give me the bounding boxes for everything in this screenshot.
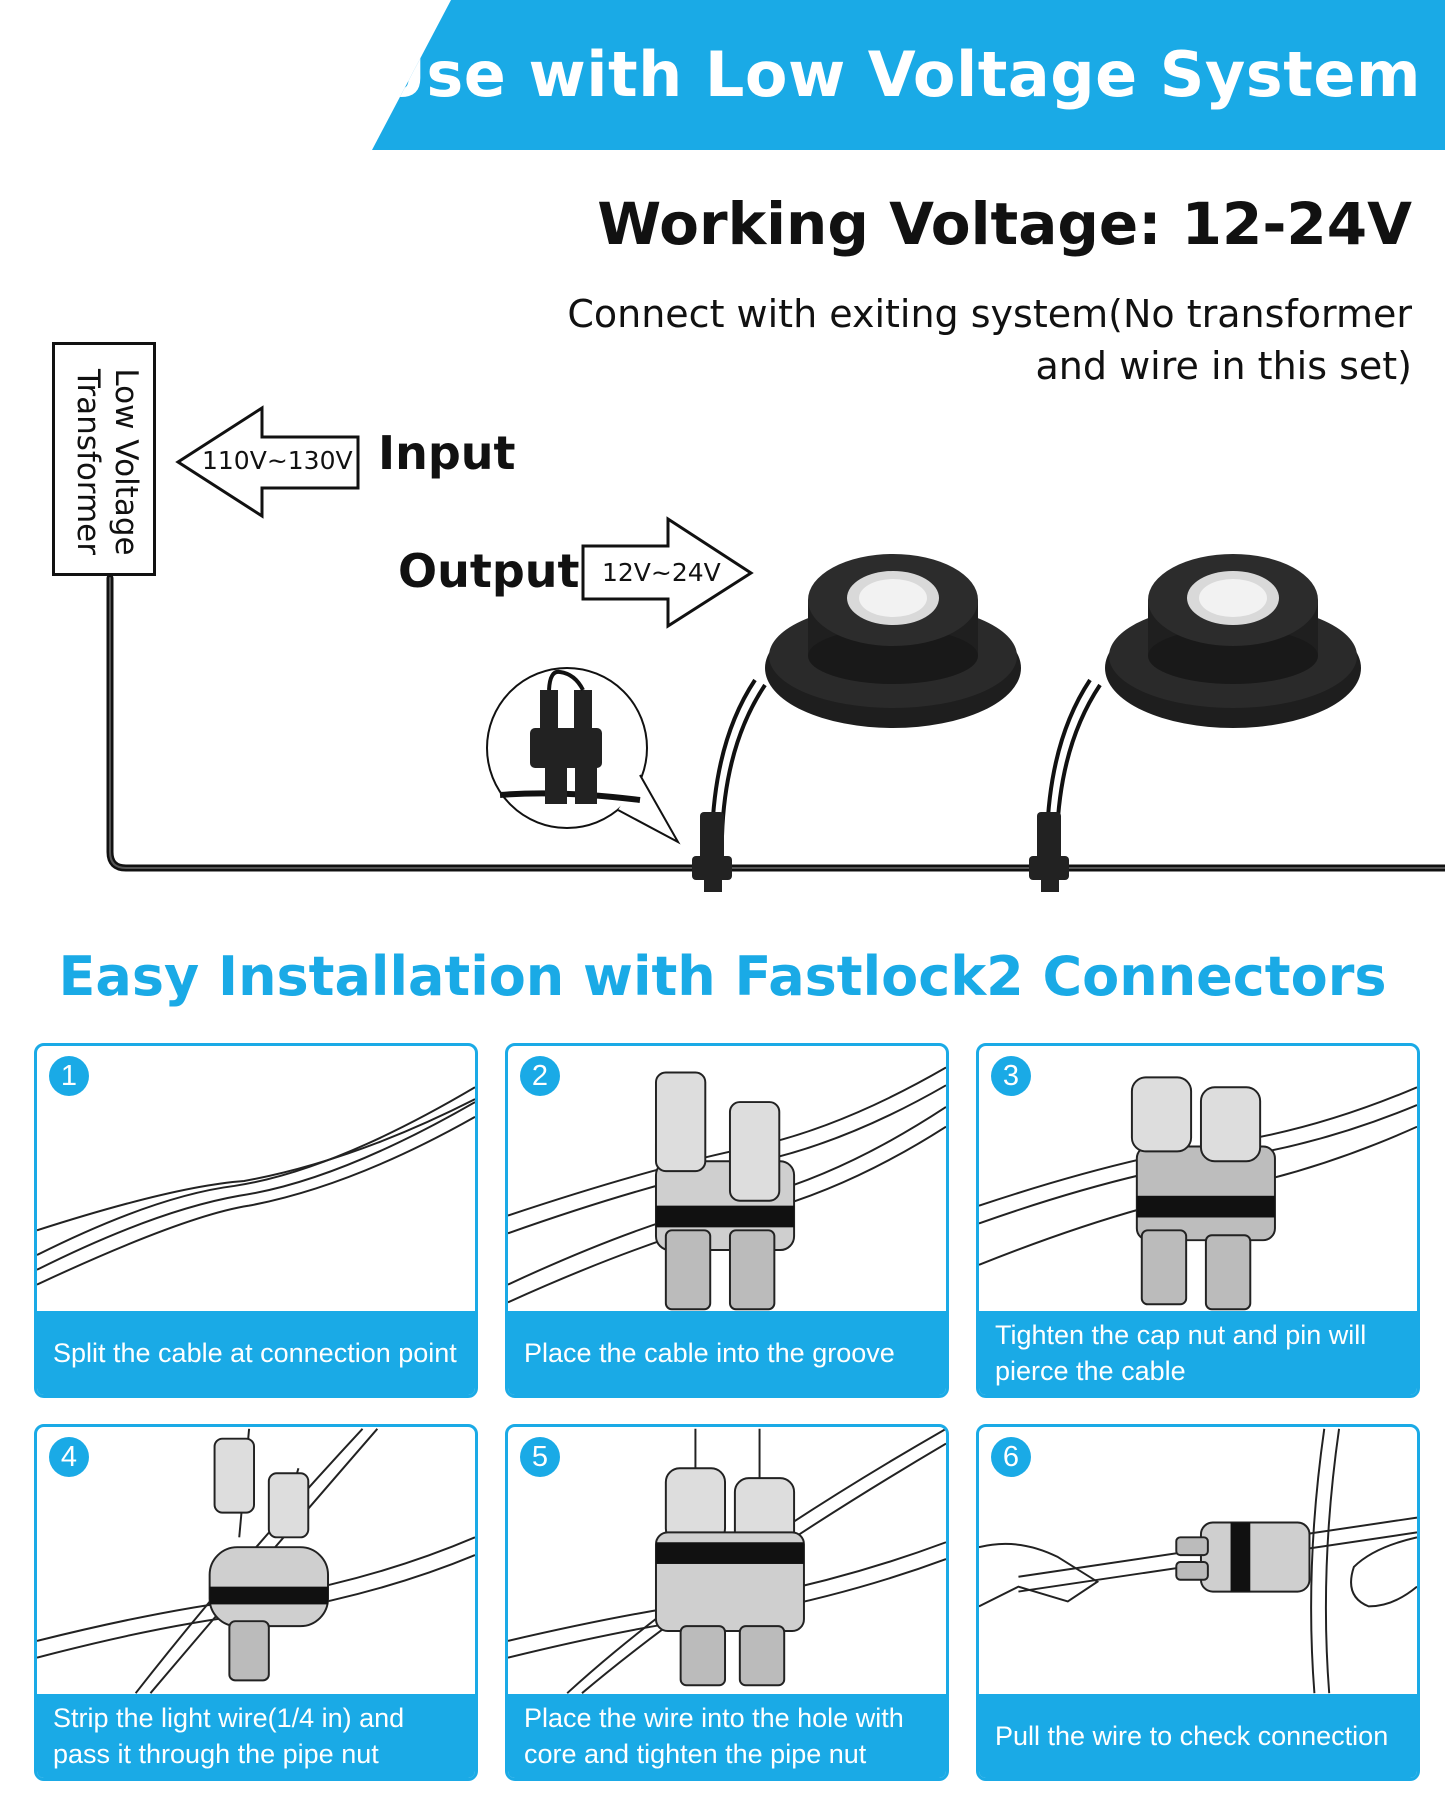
wiring-diagram xyxy=(106,405,1445,892)
step-3-number: 3 xyxy=(991,1056,1031,1096)
step-1-number: 1 xyxy=(49,1056,89,1096)
step-2-caption: Place the cable into the groove xyxy=(508,1311,946,1395)
step-card-4: 4 Strip the light wire(1/4 in) and pass … xyxy=(34,1424,478,1781)
working-voltage-title: Working Voltage: 12-24V xyxy=(597,190,1412,258)
transformer-label-line1: Low Voltage xyxy=(108,368,144,556)
step-5-number: 5 xyxy=(520,1437,560,1477)
deck-light-1 xyxy=(692,554,1021,892)
input-label: Input xyxy=(378,426,516,480)
step-card-2: 2 Place the cable into the groove xyxy=(505,1043,949,1398)
input-voltage-range: 110V~130V xyxy=(202,446,353,475)
deck-light-2 xyxy=(1029,554,1361,892)
step-5-illustration xyxy=(508,1427,946,1694)
step-2-illustration xyxy=(508,1066,946,1311)
step-4-number: 4 xyxy=(49,1437,89,1477)
step-3-caption: Tighten the cap nut and pin will pierce … xyxy=(979,1311,1417,1395)
step-3-illustration xyxy=(979,1076,1417,1311)
connector-zoom-callout xyxy=(486,667,681,845)
step-5-caption: Place the wire into the hole with core a… xyxy=(508,1694,946,1778)
step-1-illustration xyxy=(37,1086,475,1286)
step-4-caption: Strip the light wire(1/4 in) and pass it… xyxy=(37,1694,475,1778)
step-4-illustration xyxy=(37,1428,475,1694)
main-cable xyxy=(106,574,1445,872)
installation-section-title: Easy Installation with Fastlock2 Connect… xyxy=(58,945,1387,1008)
low-voltage-transformer: Low Voltage Transformer xyxy=(52,342,156,576)
step-card-1: 1 Split the cable at connection point xyxy=(34,1043,478,1398)
step-card-5: 5 Place the wire into the hole with core… xyxy=(505,1424,949,1781)
banner-title: Use with Low Voltage System xyxy=(375,38,1421,111)
input-arrow xyxy=(175,405,360,519)
output-voltage-range: 12V~24V xyxy=(602,558,721,587)
step-2-number: 2 xyxy=(520,1056,560,1096)
step-1-caption: Split the cable at connection point xyxy=(37,1311,475,1395)
connect-note-line1: Connect with exiting system(No transform… xyxy=(567,292,1412,336)
output-label: Output xyxy=(398,544,580,598)
header-banner: Use with Low Voltage System xyxy=(372,0,1445,150)
connect-note-line2: and wire in this set) xyxy=(1035,344,1413,388)
step-card-3: 3 Tighten the cap nut and pin will pierc… xyxy=(976,1043,1420,1398)
transformer-label-line2: Transformer xyxy=(70,368,106,555)
step-6-illustration xyxy=(979,1428,1417,1694)
output-arrow xyxy=(581,516,754,629)
step-card-6: 6 Pull the wire to check connection xyxy=(976,1424,1420,1781)
step-6-number: 6 xyxy=(991,1437,1031,1477)
step-6-caption: Pull the wire to check connection xyxy=(979,1694,1417,1778)
